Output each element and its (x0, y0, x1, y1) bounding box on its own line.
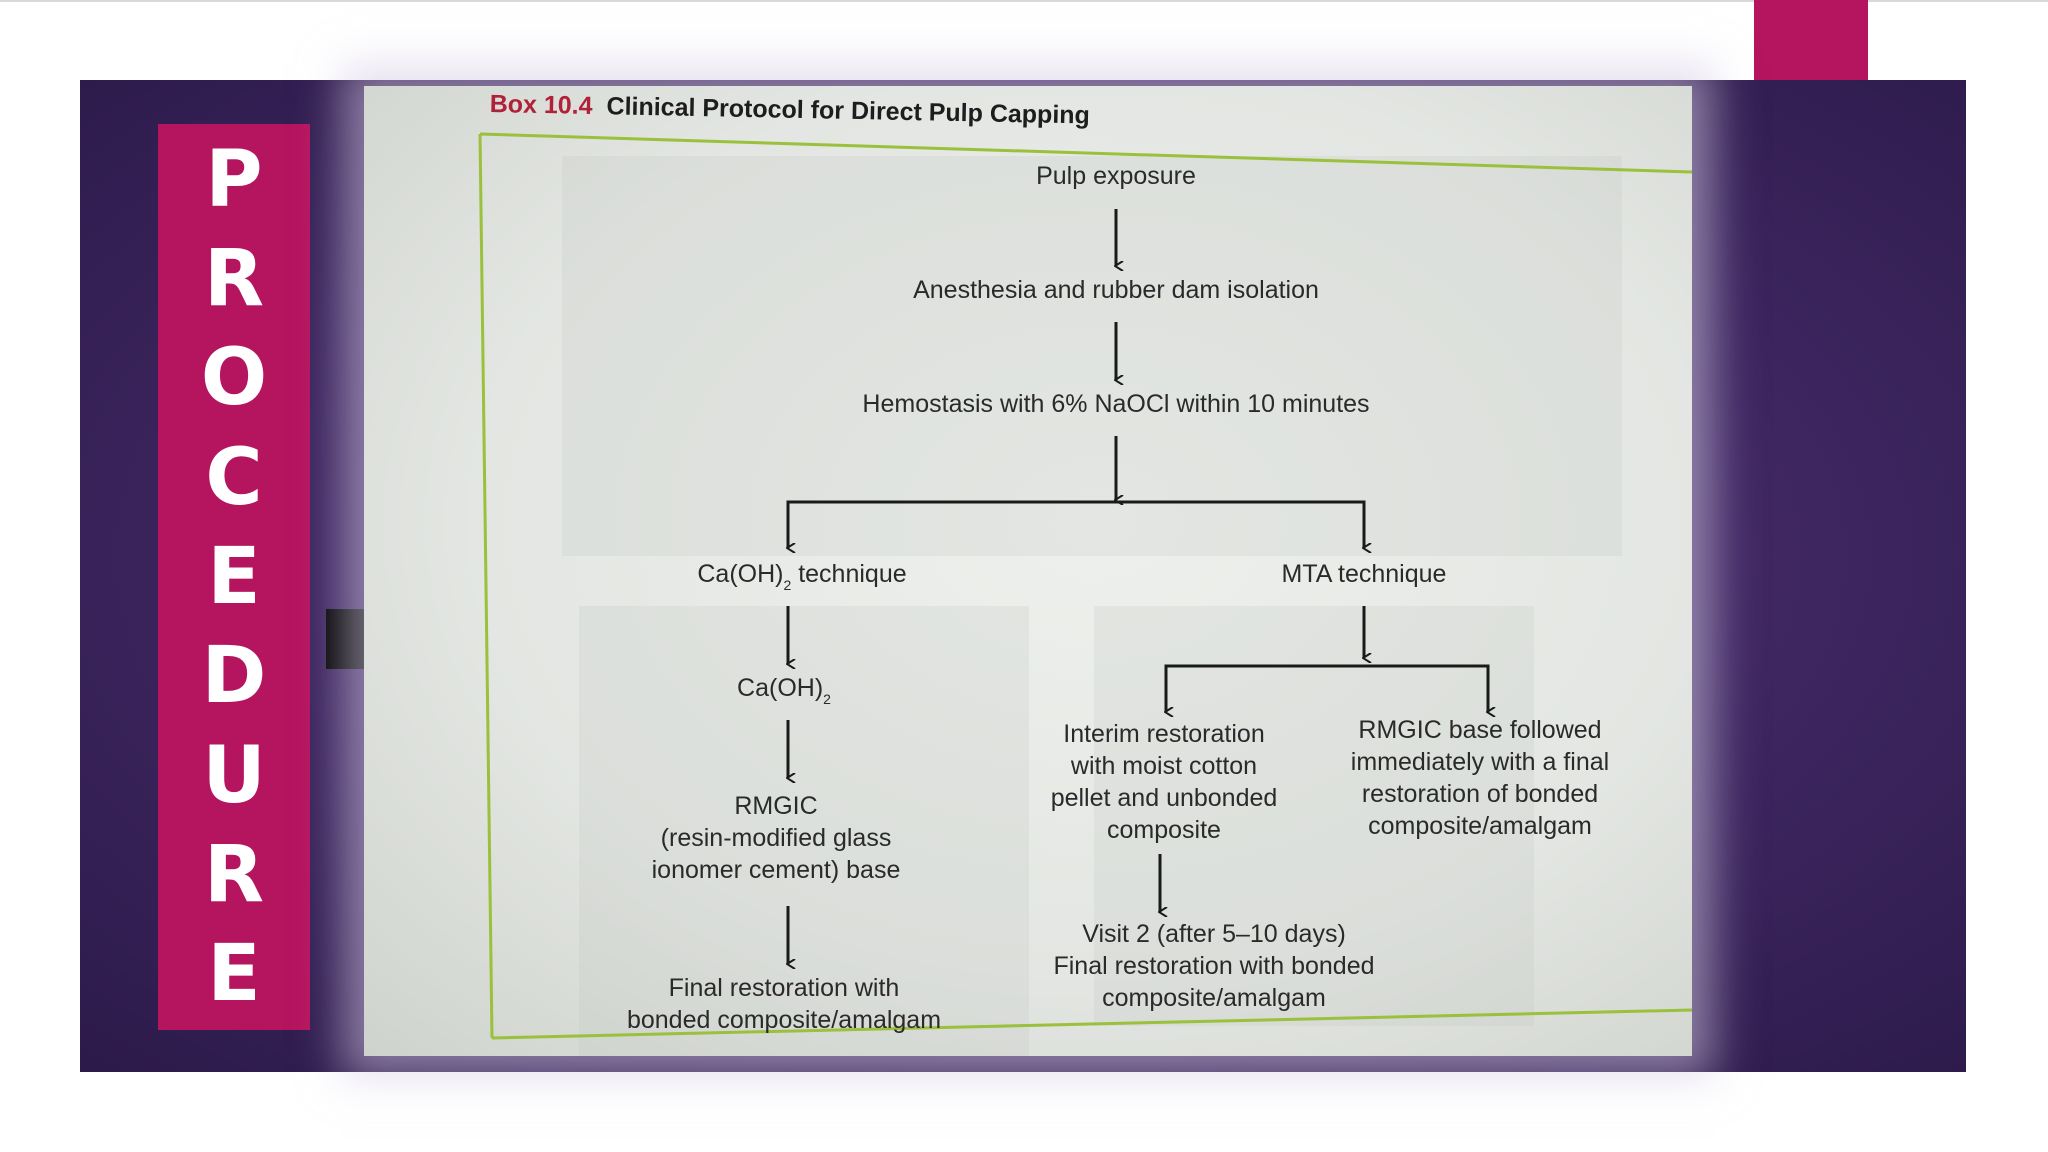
procedure-vertical-title: P R O C E D U R E (158, 124, 310, 1030)
box-border (478, 132, 1692, 1040)
node-line: Interim restoration (1063, 720, 1265, 748)
title-letter: O (200, 333, 268, 424)
node-pulp-exposure: Pulp exposure (1036, 160, 1196, 192)
node-line: bonded composite/amalgam (626, 1006, 942, 1034)
node-line: Final restoration with bonded (1053, 952, 1375, 980)
title-letter: P (205, 134, 263, 225)
node-subscript: 2 (823, 691, 831, 707)
node-mta-technique: MTA technique (1282, 558, 1447, 590)
node-label: Pulp exposure (1036, 162, 1196, 190)
flowchart-lines (478, 132, 1692, 1040)
node-interim: Interim restoration with moist cotton pe… (1051, 718, 1278, 846)
title-letter: R (203, 829, 265, 920)
box-number: Box 10.4 (489, 90, 593, 120)
node-line: RMGIC base followed (1358, 716, 1602, 744)
node-rmgic: RMGIC (resin-modified glass ionomer ceme… (652, 790, 901, 886)
node-label: MTA technique (1281, 560, 1447, 588)
node-line: with moist cotton (1070, 752, 1258, 780)
node-label: Hemostasis with 6% NaOCl within 10 minut… (862, 390, 1370, 418)
node-caoh-technique: Ca(OH)2 technique (697, 558, 906, 593)
node-line: restoration of bonded (1361, 780, 1599, 808)
node-line: (resin-modified glass (660, 824, 892, 852)
node-label: technique (791, 560, 907, 588)
node-hemostasis: Hemostasis with 6% NaOCl within 10 minut… (862, 388, 1369, 420)
node-anesthesia: Anesthesia and rubber dam isolation (913, 274, 1319, 306)
node-line: Final restoration with (668, 974, 900, 1002)
title-letter: D (201, 631, 267, 722)
mta-split-connector (1164, 664, 1490, 710)
page-shade (579, 606, 1029, 1056)
node-final-left: Final restoration with bonded composite/… (627, 972, 941, 1036)
page-shade (562, 156, 1622, 556)
node-line: Visit 2 (after 5–10 days) (1082, 920, 1346, 948)
node-line: composite/amalgam (1368, 812, 1592, 840)
node-subscript: 2 (783, 577, 792, 593)
title-letter: C (205, 432, 263, 523)
node-line: composite (1107, 816, 1221, 844)
top-rule (0, 0, 2048, 2)
title-letter: E (207, 531, 261, 622)
node-rmgic-base: RMGIC base followed immediately with a f… (1351, 714, 1609, 842)
node-line: RMGIC (734, 792, 818, 820)
split-connector (786, 500, 1366, 546)
title-letter: R (203, 233, 265, 324)
node-line: composite/amalgam (1102, 984, 1326, 1012)
node-label: Ca(OH) (737, 674, 824, 702)
node-line: immediately with a final (1350, 748, 1610, 776)
title-letter: U (202, 730, 266, 821)
node-line: ionomer cement) base (651, 856, 901, 884)
node-line: pellet and unbonded (1050, 784, 1278, 812)
node-caoh: Ca(OH)2 (737, 672, 831, 707)
node-visit2: Visit 2 (after 5–10 days) Final restorat… (1053, 918, 1374, 1014)
node-label: Ca(OH) (697, 560, 784, 588)
node-label: Anesthesia and rubber dam isolation (913, 276, 1319, 304)
title-letter: E (207, 929, 261, 1020)
